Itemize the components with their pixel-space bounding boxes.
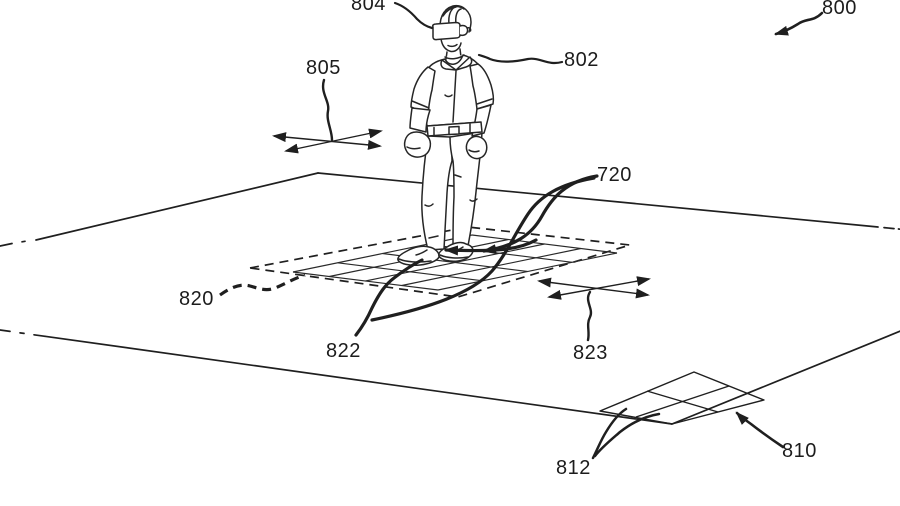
vr-headset-icon (432, 21, 472, 41)
leader-822 (354, 258, 424, 337)
motion-arrows-805 (272, 78, 383, 154)
boundary-dashed-outline (249, 226, 631, 298)
leader-720-arrow-left-foot (444, 238, 538, 256)
leader-800 (774, 11, 824, 36)
ref-label-822: 822 (326, 340, 361, 362)
leader-812-b (593, 412, 661, 458)
ref-label-820: 820 (179, 288, 214, 310)
leader-805 (321, 78, 334, 142)
leader-823 (586, 290, 593, 342)
ref-label-812: 812 (556, 457, 591, 479)
leader-802 (477, 53, 564, 65)
ref-label-810: 810 (782, 440, 817, 462)
leader-720-822 (354, 174, 599, 337)
ref-label-802: 802 (564, 49, 599, 71)
motion-arrows-823 (537, 276, 651, 342)
ref-label-823: 823 (573, 342, 608, 364)
leader-820 (219, 273, 306, 297)
ref-label-804: 804 (351, 0, 386, 15)
leader-804 (393, 1, 434, 30)
ref-label-720: 720 (597, 164, 632, 186)
leader-810 (735, 411, 785, 449)
ref-label-805: 805 (306, 57, 341, 79)
leader-720-sweep (370, 176, 596, 322)
thin-leaders (393, 1, 824, 460)
leader-812-a (591, 407, 628, 460)
floor-outline (0, 172, 900, 425)
corner-floor-grid (599, 371, 765, 425)
ref-label-800: 800 (822, 0, 857, 19)
person-figure (397, 4, 495, 266)
